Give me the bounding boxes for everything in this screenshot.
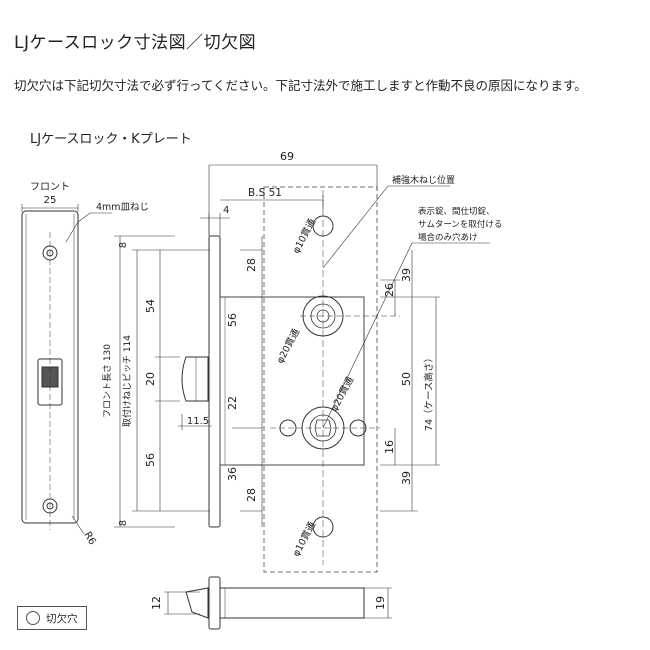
instruction-text: 切欠穴は下記切欠寸法で必ず行ってください。下記寸法外で施工しますと作動不良の原因… bbox=[14, 78, 587, 93]
holes bbox=[270, 190, 400, 565]
inner-dimension-lines bbox=[232, 236, 263, 527]
dim-8-top: 8 bbox=[118, 242, 129, 248]
front-length-label: フロント長さ 130 bbox=[102, 344, 113, 418]
dim-16: 16 bbox=[383, 440, 396, 454]
cutout-circle-icon bbox=[26, 611, 40, 625]
front-plate-edge bbox=[208, 235, 221, 528]
legend: 切欠穴 bbox=[17, 606, 87, 630]
dim-bs51: B.S 51 bbox=[248, 187, 282, 199]
dim-28-top: 28 bbox=[245, 258, 258, 272]
case-height-label: 74（ケース高さ） bbox=[423, 353, 435, 431]
dim-26: 26 bbox=[383, 283, 396, 297]
hole-10-bottom-label: φ10貫通 bbox=[291, 520, 318, 559]
dim-22: 22 bbox=[226, 396, 239, 410]
dim-39-top: 39 bbox=[400, 268, 413, 282]
hole-10-top bbox=[312, 215, 334, 237]
dim-25: 25 bbox=[44, 195, 57, 206]
hole-10-top-label: φ10貫通 bbox=[291, 217, 318, 256]
side-view bbox=[178, 213, 230, 528]
dim-11-5: 11.5 bbox=[187, 416, 209, 427]
hole-10-bottom bbox=[312, 516, 334, 538]
dim-54: 54 bbox=[144, 299, 157, 313]
dim-12: 12 bbox=[150, 596, 163, 610]
dim-39-bottom: 39 bbox=[400, 471, 413, 485]
dim-r6: R6 bbox=[81, 530, 97, 547]
note-leaders bbox=[322, 185, 490, 429]
section-subtitle: LJケースロック・Kプレート bbox=[30, 132, 192, 147]
dim-56-mid: 56 bbox=[226, 313, 239, 327]
side-dimension-lines bbox=[114, 235, 210, 528]
bottom-latch bbox=[185, 587, 209, 619]
legend-label: 切欠穴 bbox=[46, 613, 78, 625]
bottom-case bbox=[219, 587, 365, 619]
display-note-3: 場合のみ穴あけ bbox=[418, 232, 478, 243]
dim-19: 19 bbox=[374, 596, 387, 610]
case-box bbox=[219, 296, 365, 466]
top-dimension-lines bbox=[208, 164, 378, 236]
dim-28-bottom: 28 bbox=[245, 488, 258, 502]
dim-8-bottom: 8 bbox=[118, 520, 129, 526]
case-outline-dashed bbox=[263, 186, 378, 573]
dim-50: 50 bbox=[400, 372, 413, 386]
dim-4: 4 bbox=[223, 205, 229, 216]
display-note-1: 表示錠、間仕切錠、 bbox=[418, 206, 495, 217]
bottom-view bbox=[164, 576, 392, 630]
bottom-front-edge bbox=[208, 576, 221, 630]
front-plate-view bbox=[21, 204, 112, 535]
dim-69: 69 bbox=[280, 150, 294, 163]
reinforce-note: 補強木ねじ位置 bbox=[392, 174, 455, 186]
page-title: LJケースロック寸法図／切欠図 bbox=[14, 33, 257, 53]
pitch-label: 取付けねじピッチ 114 bbox=[122, 335, 133, 427]
screw-note: 4mm皿ねじ bbox=[96, 202, 149, 213]
hole-20-top-label: φ20貫通 bbox=[275, 327, 302, 366]
right-dimension-lines bbox=[380, 250, 440, 512]
dim-20: 20 bbox=[144, 372, 157, 386]
latch-bolt bbox=[181, 356, 209, 402]
front-label: フロント bbox=[30, 182, 70, 193]
dim-36: 36 bbox=[226, 467, 239, 481]
dim-56-left: 56 bbox=[144, 453, 157, 467]
case-body bbox=[219, 186, 378, 573]
display-note-2: サムターンを取付ける bbox=[418, 219, 502, 230]
